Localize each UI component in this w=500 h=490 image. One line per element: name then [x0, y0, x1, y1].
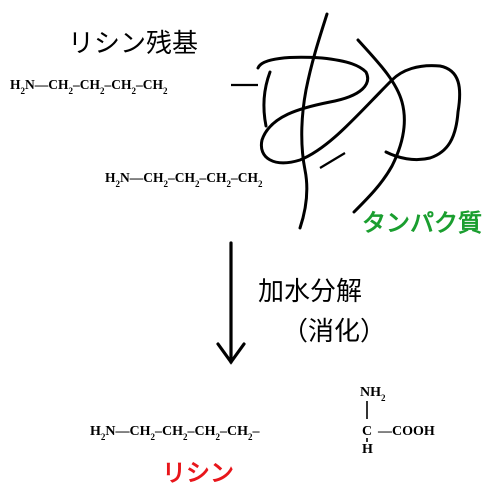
protein-strand-1	[298, 12, 329, 230]
down-arrow-icon	[216, 241, 246, 365]
lysine-residue-label: リシン残基	[68, 29, 198, 59]
lysine-cooh: —COOH	[377, 424, 435, 439]
lysine-alpha-h: H	[362, 442, 373, 457]
chain-middle-bond	[319, 152, 346, 169]
protein-strand-4	[352, 38, 406, 214]
protein-strand-2	[256, 55, 462, 165]
chain-middle-formula: H2N—CH2–CH2–CH2–CH2	[105, 170, 263, 189]
hydrolysis-label: 加水分解	[258, 277, 362, 307]
lysine-nh2: NH2	[360, 385, 386, 403]
chain-top-formula: H2N—CH2–CH2–CH2–CH2	[10, 77, 168, 96]
digestion-label: （消化）	[282, 317, 386, 347]
protein-strand-3	[262, 70, 272, 128]
lysine-chain: H2N—CH2–CH2–CH2–CH2–	[90, 424, 261, 442]
protein-label: タンパク質	[362, 209, 482, 237]
protein-tangle	[256, 12, 462, 230]
lysine-label: リシン	[162, 459, 234, 487]
lysine-alpha-carbon: C	[362, 424, 372, 439]
